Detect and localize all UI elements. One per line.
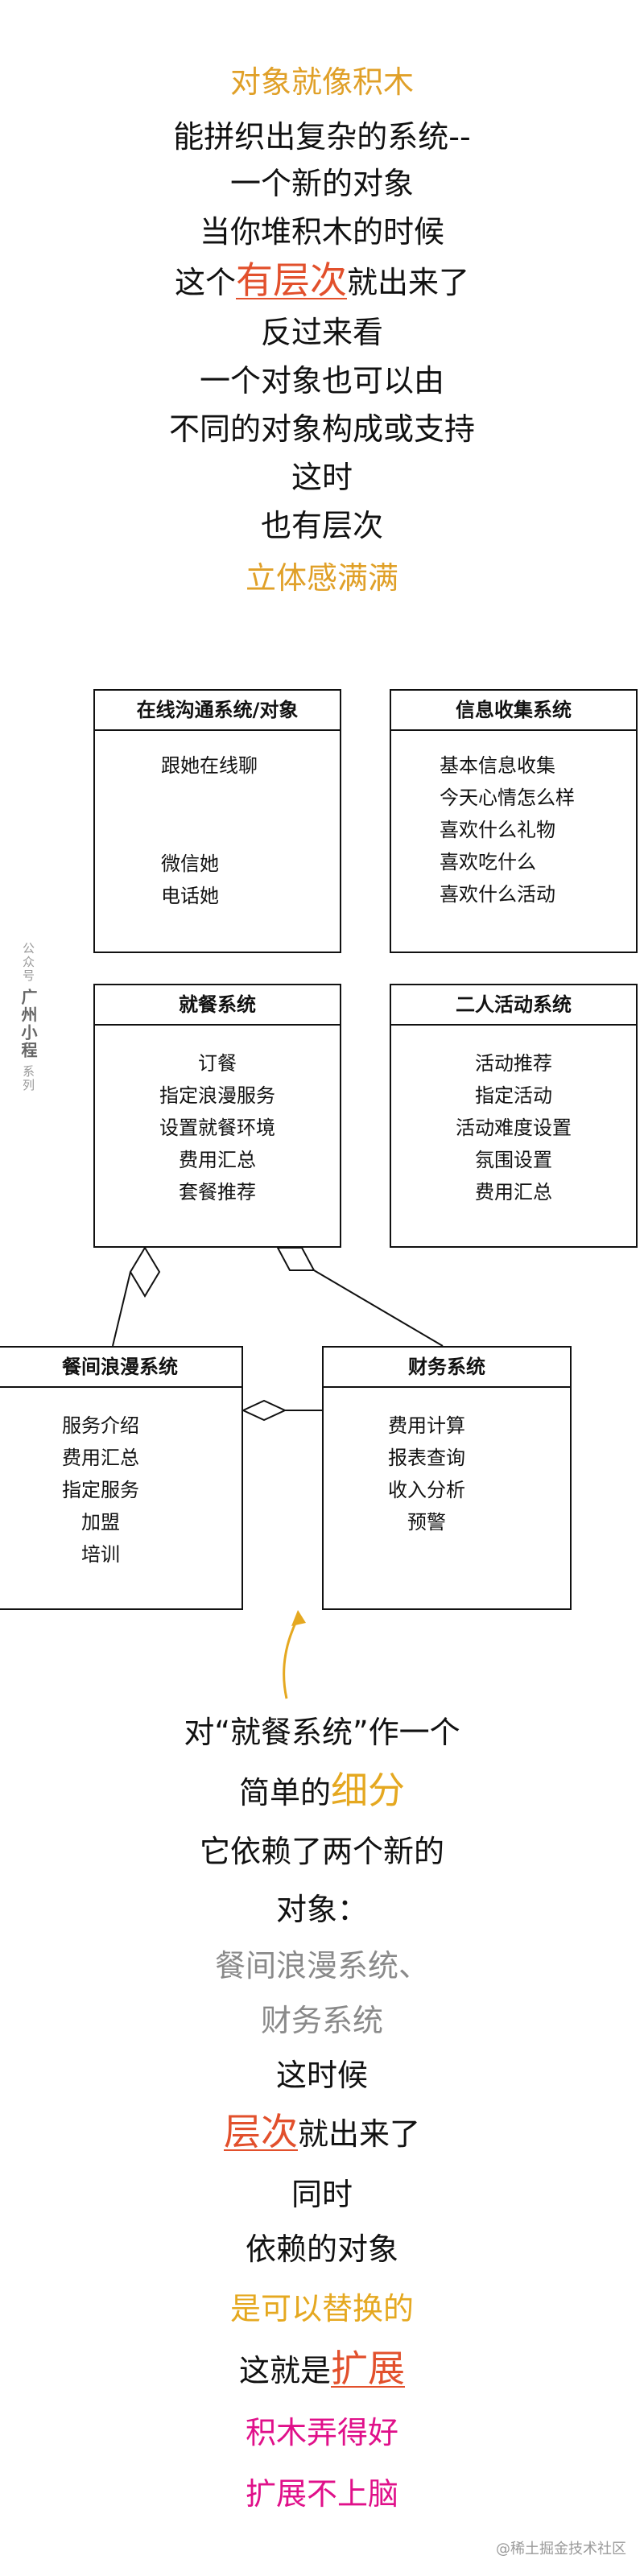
intro-line-8: 不同的对象构成或支持 [168, 411, 475, 447]
curved-arrow-head [291, 1610, 306, 1626]
dining-item-2: 指定浪漫服务 [159, 1084, 275, 1107]
info-item-1: 基本信息收集 [440, 754, 555, 777]
outro-line-7: 这时候 [275, 2058, 368, 2093]
box-finance-system: 财务系统 费用计算 报表查询 收入分析 预警 [322, 1346, 572, 1610]
box-romance-title: 餐间浪漫系统 [0, 1348, 242, 1388]
outro-line-1: 对“就餐系统”作一个 [184, 1715, 460, 1750]
info-item-2: 今天心情怎么样 [440, 786, 575, 809]
box-online-title: 在线沟通系统/对象 [95, 691, 340, 731]
dining-item-1: 订餐 [198, 1052, 237, 1075]
dining-item-3: 设置就餐环境 [159, 1117, 275, 1139]
box-info-title: 信息收集系统 [391, 691, 636, 731]
online-item-1: 跟她在线聊 [161, 754, 258, 777]
finance-item-3: 收入分析 [388, 1479, 465, 1501]
aggregation-diamond-romance-finance [241, 1399, 287, 1422]
intro-line-4: 当你堆积木的时候 [199, 214, 444, 250]
intro-line-9: 这时 [291, 460, 353, 495]
dining-item-5: 套餐推荐 [179, 1181, 256, 1203]
intro-line-1: 对象就像积木 [229, 64, 414, 100]
romance-item-4: 加盟 [81, 1511, 120, 1534]
highlight-xifen: 细分 [331, 1769, 405, 1812]
highlight-cengci-2: 层次 [223, 2110, 298, 2153]
finance-item-1: 费用计算 [388, 1414, 465, 1437]
romance-item-1: 服务介绍 [62, 1414, 139, 1437]
outro-line-3: 它依赖了两个新的 [199, 1834, 444, 1869]
intro-line-7: 一个对象也可以由 [199, 363, 444, 398]
intro-line-10: 也有层次 [260, 508, 383, 543]
activity-item-5: 费用汇总 [475, 1181, 552, 1203]
romance-item-2: 费用汇总 [62, 1447, 139, 1469]
outro-line-14: 扩展不上脑 [245, 2476, 398, 2512]
watermark: @稀土掘金技术社区 [496, 2541, 626, 2557]
connector-dining-finance [313, 1269, 444, 1347]
activity-item-2: 指定活动 [475, 1084, 552, 1107]
outro-line-5: 餐间浪漫系统、 [214, 1948, 429, 1984]
outro-line-6: 财务系统 [260, 2003, 383, 2038]
highlight-cengci: 有层次 [236, 258, 347, 302]
finance-item-4: 预警 [407, 1511, 446, 1534]
highlight-kuozhan: 扩展 [331, 2347, 405, 2390]
outro-line-13: 积木弄得好 [245, 2415, 398, 2450]
connector-dining-romance [112, 1271, 131, 1347]
info-item-5: 喜欢什么活动 [440, 883, 555, 906]
aggregation-diamond-dining-romance [129, 1246, 161, 1298]
intro-line-5a: 这个 [174, 265, 236, 300]
info-item-4: 喜欢吃什么 [440, 851, 536, 873]
finance-item-2: 报表查询 [388, 1447, 465, 1469]
activity-item-3: 活动难度设置 [456, 1117, 572, 1139]
online-item-2: 微信她 [161, 852, 219, 875]
info-item-3: 喜欢什么礼物 [440, 819, 555, 841]
box-romance-system: 餐间浪漫系统 服务介绍 费用汇总 指定服务 加盟 培训 [0, 1346, 243, 1610]
intro-line-2: 能拼织出复杂的系统-- [173, 119, 471, 155]
outro-line-8b: 就出来了 [297, 2116, 420, 2152]
outro-line-9: 同时 [291, 2177, 353, 2212]
box-online-communication: 在线沟通系统/对象 跟她在线聊 微信她 电话她 [93, 689, 341, 953]
box-info-collection: 信息收集系统 基本信息收集 今天心情怎么样 喜欢什么礼物 喜欢吃什么 喜欢什么活… [390, 689, 638, 953]
outro-line-10: 依赖的对象 [245, 2231, 398, 2267]
box-dining-title: 就餐系统 [95, 985, 340, 1026]
outro-line-2a: 简单的 [238, 1775, 331, 1810]
intro-line-5c: 就出来了 [347, 265, 470, 300]
online-item-3: 电话她 [161, 885, 219, 907]
activity-item-1: 活动推荐 [475, 1052, 552, 1075]
intro-line-6: 反过来看 [260, 315, 383, 350]
activity-item-4: 氛围设置 [475, 1149, 552, 1171]
outro-line-8: 层次就出来了 [0, 2109, 644, 2157]
outro-line-4: 对象： [275, 1892, 368, 1927]
romance-item-3: 指定服务 [62, 1479, 139, 1501]
romance-item-5: 培训 [81, 1543, 120, 1566]
outro-line-12a: 这就是 [238, 2353, 331, 2388]
side-small-1: 公众号 [21, 942, 35, 983]
dining-item-4: 费用汇总 [179, 1149, 256, 1171]
side-vertical-label: 公众号 广州小程 系列 [14, 942, 40, 1092]
aggregation-diamond-dining-finance [276, 1247, 316, 1271]
intro-line-5: 这个有层次就出来了 [0, 258, 644, 305]
box-activity-system: 二人活动系统 活动推荐 指定活动 活动难度设置 氛围设置 费用汇总 [390, 984, 638, 1248]
side-small-2: 系列 [21, 1064, 35, 1092]
side-strong: 广州小程 [19, 988, 38, 1059]
outro-line-12: 这就是扩展 [0, 2346, 644, 2393]
box-finance-title: 财务系统 [324, 1348, 570, 1388]
intro-line-11: 立体感满满 [245, 560, 398, 596]
outro-line-11: 是可以替换的 [229, 2291, 414, 2326]
outro-line-2: 简单的细分 [0, 1768, 644, 1815]
box-dining-system: 就餐系统 订餐 指定浪漫服务 设置就餐环境 费用汇总 套餐推荐 [93, 984, 341, 1248]
box-activity-title: 二人活动系统 [391, 985, 636, 1026]
curved-arrow [283, 1617, 299, 1699]
intro-line-3: 一个新的对象 [229, 166, 414, 201]
